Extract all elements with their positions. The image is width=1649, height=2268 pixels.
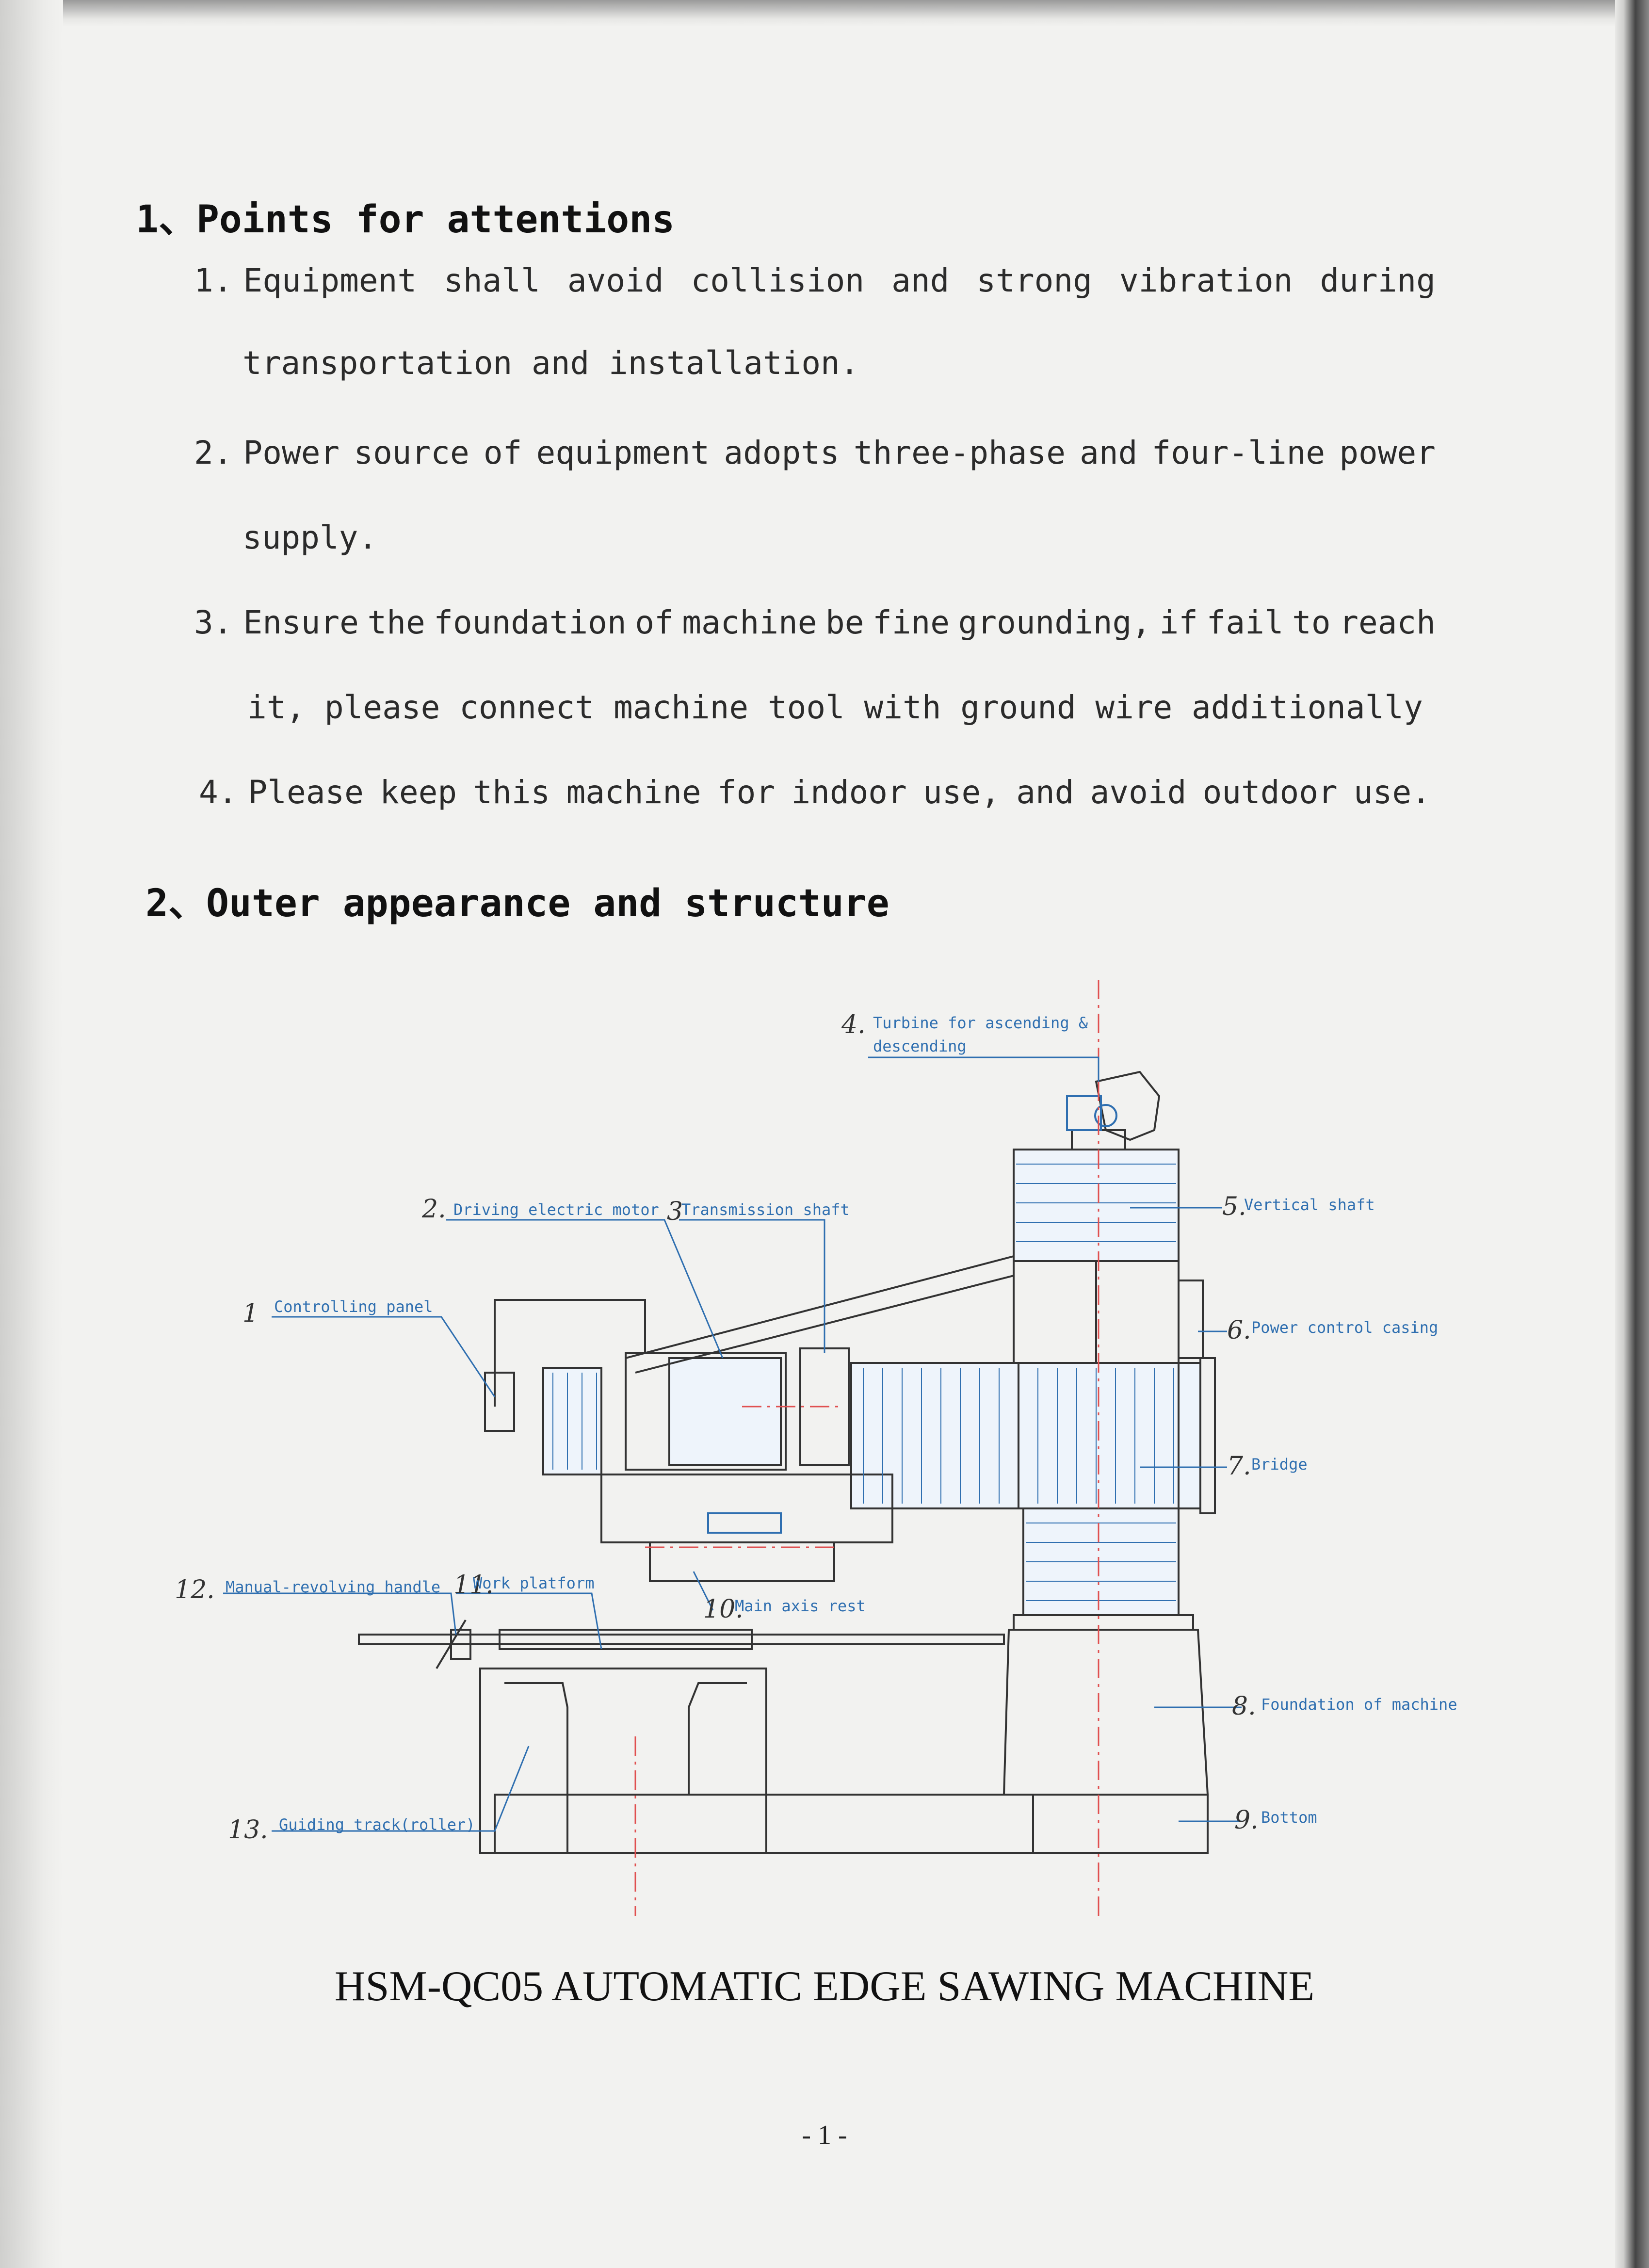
list-item-2: 2.Power source of equipment adopts three…	[194, 434, 1436, 471]
power-control-side-box	[1178, 1280, 1204, 1359]
drive-belt-upper	[625, 1255, 1014, 1359]
list-item-3-continuation: it, please connect machine tool with gro…	[247, 689, 1423, 726]
leader-13	[272, 1746, 530, 1832]
leader-1	[272, 1316, 496, 1397]
foundation-pedestal	[1002, 1629, 1209, 1796]
callout-label-turbine-line1: Turbine for ascending &	[873, 1014, 1088, 1032]
bridge-end-cap	[1199, 1357, 1216, 1514]
callout-num-10: 10.	[703, 1595, 744, 1624]
callout-label-work-platform: Work platform	[473, 1574, 594, 1592]
callout-num-2: 2.	[421, 1195, 446, 1224]
list-item-4: 4.Please keep this machine for indoor us…	[199, 774, 1431, 811]
carriage-left-bellows	[542, 1367, 602, 1475]
callout-num-12: 12.	[175, 1575, 215, 1604]
diagram-caption: HSM-QC05 AUTOMATIC EDGE SAWING MACHINE	[334, 1963, 1315, 2010]
callout-num-6: 6.	[1227, 1316, 1251, 1345]
callout-num-5: 5.	[1222, 1192, 1246, 1221]
manual-handle-lever	[436, 1619, 467, 1669]
callout-label-manual-handle: Manual-revolving handle	[226, 1578, 440, 1596]
foundation-cap	[1013, 1614, 1194, 1631]
machine-drawing	[358, 1070, 1216, 1854]
callout-label-main-axis-rest: Main axis rest	[735, 1597, 866, 1615]
controlling-panel	[484, 1372, 515, 1432]
callout-label-power-control-casing: Power control casing	[1251, 1318, 1438, 1337]
guiding-track-right	[688, 1682, 747, 1795]
leader-10	[693, 1571, 714, 1611]
callout-num-1: 1	[242, 1299, 259, 1328]
leader-11	[456, 1592, 602, 1650]
callout-label-vertical-shaft: Vertical shaft	[1244, 1196, 1375, 1214]
work-platform-rail	[358, 1634, 1005, 1645]
list-item-number: 3.	[194, 604, 233, 641]
driving-motor-fins	[668, 1357, 782, 1466]
list-item-number: 2.	[194, 434, 233, 471]
page-number: - 1 -	[802, 2120, 847, 2150]
callout-num-7: 7.	[1227, 1452, 1251, 1481]
list-item-4-line1: 4.Please keep this machine for indoor us…	[199, 774, 1431, 811]
list-item-1-continuation: transportation and installation.	[242, 344, 859, 382]
guiding-track-left	[504, 1682, 568, 1795]
callout-num-11: 11.	[453, 1571, 494, 1600]
leader-4	[868, 1056, 1099, 1082]
center-lines	[634, 980, 1099, 1921]
list-item-1-line1: 1.Equipment shall avoid collision and st…	[194, 262, 1436, 299]
callout-num-9: 9.	[1234, 1806, 1259, 1835]
panel-arm	[494, 1299, 646, 1407]
list-item-3-line1: 3.Ensure the foundation of machine be fi…	[194, 604, 1436, 641]
list-item-2-line1: 2.Power source of equipment adopts three…	[194, 434, 1436, 471]
turbine-motor	[1066, 1095, 1102, 1131]
section-heading-structure: 2、Outer appearance and structure	[146, 882, 889, 925]
callout-label-foundation: Foundation of machine	[1261, 1695, 1457, 1714]
callout-num-8: 8.	[1232, 1692, 1256, 1721]
section-heading-points: 1、Points for attentions	[136, 198, 675, 242]
work-platform	[499, 1629, 753, 1650]
callout-num-3: 3	[667, 1197, 683, 1226]
list-item-number: 4.	[199, 774, 238, 811]
callout-label-bridge: Bridge	[1251, 1455, 1308, 1474]
main-axis-rest	[649, 1541, 835, 1582]
callout-leader-lines	[223, 1056, 1242, 1832]
callout-label-controlling-panel: Controlling panel	[274, 1297, 433, 1316]
scan-shadow-top	[0, 0, 1649, 27]
machine-bottom-inner	[566, 1794, 1034, 1854]
leader-2	[446, 1219, 724, 1359]
callout-label-driving-motor: Driving electric motor	[453, 1200, 659, 1219]
turbine-wheel	[1094, 1104, 1117, 1127]
callout-label-transmission-shaft: Transmission shaft	[681, 1200, 850, 1219]
leader-3	[679, 1219, 825, 1353]
callout-num-13: 13.	[228, 1815, 268, 1845]
list-item-3: 3.Ensure the foundation of machine be fi…	[194, 604, 1436, 641]
machine-bottom-base	[494, 1794, 1209, 1854]
main-axis-bearing	[707, 1512, 782, 1534]
scan-shadow-right	[1615, 0, 1649, 2268]
base-table	[479, 1668, 767, 1854]
vertical-shaft-housing	[1013, 1149, 1180, 1262]
driving-motor	[625, 1352, 787, 1471]
list-item-2-continuation: supply.	[242, 519, 378, 556]
list-item-number: 1.	[194, 262, 233, 299]
callout-num-4: 4.	[841, 1010, 866, 1039]
callout-label-bottom: Bottom	[1261, 1808, 1317, 1827]
callout-label-turbine-line2: descending	[873, 1037, 967, 1055]
bellows-hatch	[552, 1164, 1176, 1601]
callout-label-guiding-track: Guiding track(roller)	[279, 1815, 475, 1834]
turbine-body	[1095, 1070, 1161, 1141]
scan-shadow-left	[0, 0, 63, 2268]
list-item-1: 1.Equipment shall avoid collision and st…	[194, 262, 1436, 299]
power-control-door	[1095, 1260, 1180, 1364]
leader-12	[223, 1592, 457, 1635]
